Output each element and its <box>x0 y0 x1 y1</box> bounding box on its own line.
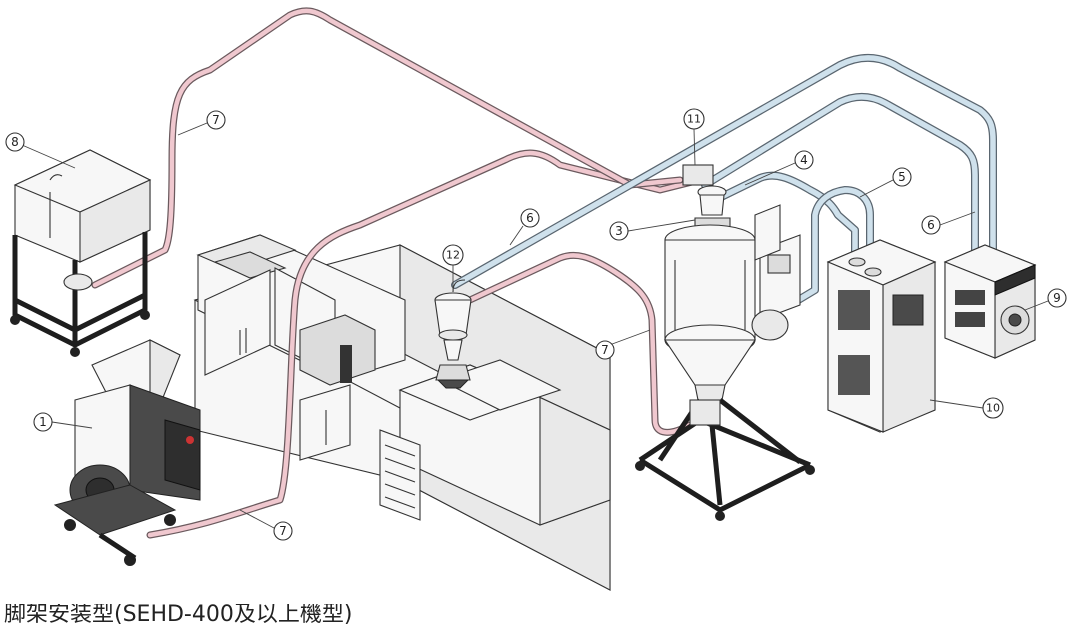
svg-text:6: 6 <box>526 211 534 225</box>
diagram-caption: 脚架安装型(SEHD-400及以上機型) <box>4 604 353 626</box>
callout-6b: 6 <box>921 215 941 235</box>
callout-3: 3 <box>609 221 629 241</box>
svg-text:9: 9 <box>1053 291 1061 305</box>
conveying-pipes <box>91 7 704 539</box>
chiller-unit <box>943 244 1037 359</box>
callout-4: 4 <box>794 150 814 170</box>
svg-text:11: 11 <box>687 113 701 126</box>
svg-text:6: 6 <box>927 218 935 232</box>
callout-5: 5 <box>892 167 912 187</box>
svg-text:7: 7 <box>212 113 220 127</box>
storage-bin <box>10 149 152 357</box>
callout-11: 11 <box>683 108 705 130</box>
callout-7a: 7 <box>206 110 226 130</box>
callout-10: 10 <box>982 397 1004 419</box>
callout-8: 8 <box>5 132 25 152</box>
air-pipes <box>451 53 997 309</box>
svg-text:4: 4 <box>800 153 808 167</box>
callout-7c: 7 <box>273 521 293 541</box>
callout-9: 9 <box>1047 288 1067 308</box>
callout-1: 1 <box>33 412 53 432</box>
callout-6a: 6 <box>520 208 540 228</box>
vent-grille <box>379 429 421 521</box>
callout-labels: 1 3 4 5 6 6 7 7 7 8 9 10 11 12 <box>5 108 1067 541</box>
callout-12: 12 <box>442 244 464 266</box>
svg-text:12: 12 <box>446 249 460 262</box>
dryer-hopper <box>635 164 815 521</box>
hopper-loader <box>434 279 472 389</box>
dehumidifier <box>826 239 937 433</box>
svg-text:3: 3 <box>615 224 623 238</box>
svg-text:1: 1 <box>39 415 47 429</box>
callout-7b: 7 <box>595 340 615 360</box>
svg-text:10: 10 <box>986 402 1000 415</box>
svg-text:5: 5 <box>898 170 906 184</box>
svg-text:7: 7 <box>601 343 609 357</box>
injection-molding-machine <box>193 234 611 591</box>
granulator <box>53 339 201 566</box>
svg-text:8: 8 <box>11 135 19 149</box>
svg-text:7: 7 <box>279 524 287 538</box>
